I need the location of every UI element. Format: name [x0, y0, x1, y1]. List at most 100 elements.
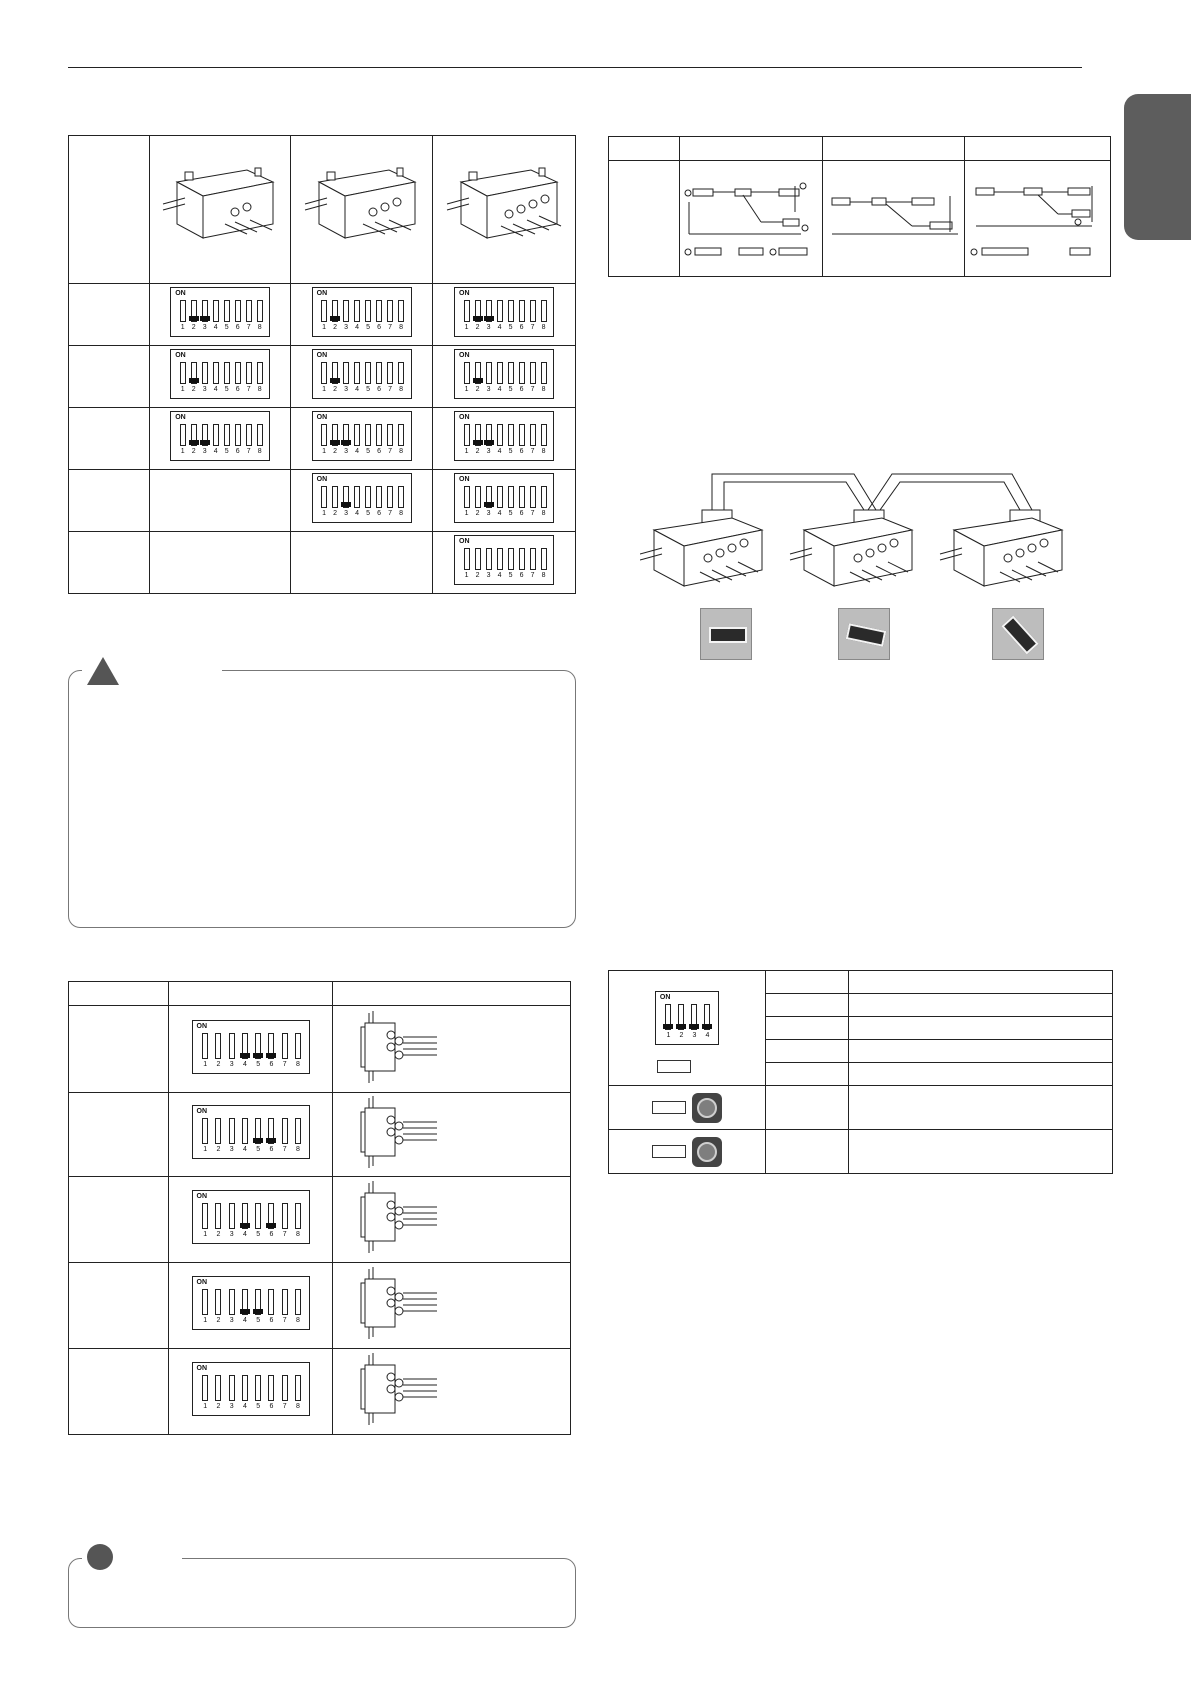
dip-switch-lever — [343, 300, 350, 322]
dip-switch-lever — [212, 300, 219, 322]
table-row-label — [67, 407, 151, 470]
dip-switch-lever — [496, 362, 503, 384]
dip-switch-lever — [321, 486, 328, 508]
dip-switch-lever — [387, 424, 394, 446]
dip-switch-lever — [256, 362, 263, 384]
dip-switch-number: 4 — [497, 572, 502, 579]
dip-switch-lever — [228, 1032, 235, 1059]
dip-switch-lever — [321, 300, 328, 322]
dip-switch-lever — [294, 1375, 301, 1401]
table-header-cell — [679, 136, 824, 161]
dip-switch-lever — [212, 424, 219, 446]
dip-on-label: ON — [175, 290, 186, 297]
dip-switch-knob — [239, 1309, 250, 1314]
dip-switch-lever — [398, 362, 405, 384]
dip-switch-lever — [294, 1289, 301, 1315]
port-connection-diagram — [360, 1181, 438, 1253]
label-box — [657, 1060, 691, 1074]
dip-switch-lever — [463, 548, 470, 570]
dip-switch-number: 3 — [344, 448, 349, 455]
dip-switch-lever — [474, 300, 481, 322]
dip-on-label: ON — [196, 1022, 208, 1030]
dip-switch-lever — [540, 362, 547, 384]
dip-switch-number: 7 — [388, 448, 393, 455]
dip-switch-lever — [518, 300, 525, 322]
dip-switch-lever — [365, 424, 372, 446]
table-header-cell — [964, 136, 1111, 161]
dip-on-label: ON — [196, 1108, 208, 1115]
dip-switch-lever — [332, 362, 339, 384]
rotary-dial-icon — [691, 1136, 722, 1167]
dip-switch-knob — [199, 440, 210, 445]
dip-switch-lever — [518, 548, 525, 570]
dip-switch-number: 4 — [355, 324, 360, 331]
dip-switch-number: 4 — [497, 324, 502, 331]
dip-switch-lever — [255, 1375, 262, 1401]
dip-switch-number: 8 — [295, 1231, 300, 1238]
dip-switch-lever — [540, 424, 547, 446]
table-row-label — [68, 1005, 169, 1093]
dip-switch-knob — [266, 1052, 277, 1058]
dip-switch-number: 2 — [333, 448, 338, 455]
dip-switch-lever — [234, 300, 241, 322]
dip-switch-lever — [474, 548, 481, 570]
dip-switch-knob — [472, 316, 483, 321]
dip-switch-number: 6 — [519, 386, 524, 393]
dip-switch-lever — [343, 362, 350, 384]
header-rule — [68, 67, 1082, 68]
dip-switch-number: 7 — [530, 324, 535, 331]
dip-switch-lever — [474, 486, 481, 508]
dip-switch-number: 6 — [269, 1317, 274, 1324]
dip-switch-number: 8 — [399, 448, 404, 455]
table-header-cell — [68, 981, 169, 1006]
dip-switch-lever — [398, 424, 405, 446]
dip-switch-number: 6 — [377, 510, 382, 517]
dip-switch-number: 8 — [257, 386, 262, 393]
dip-switch-lever — [365, 300, 372, 322]
dip-switch-knob — [676, 1024, 687, 1029]
pipe-branch-diagram-a — [684, 182, 809, 256]
dip-switch-number: 2 — [475, 448, 480, 455]
dip-switch-lever — [485, 362, 492, 384]
dip-switch-number: 6 — [377, 324, 382, 331]
dip-switch-number: 2 — [216, 1317, 221, 1324]
dip-switch-number: 1 — [322, 386, 327, 393]
dip-switch-number: 3 — [486, 448, 491, 455]
port-connection-diagram — [360, 1353, 438, 1425]
dip-switch-number: 1 — [203, 1146, 208, 1153]
dip-on-label: ON — [196, 1365, 208, 1372]
dip-switch-number: 6 — [235, 324, 240, 331]
dip-switch-lever — [540, 548, 547, 570]
dip-setting-cell — [149, 469, 292, 532]
dip-switch-number: 6 — [235, 448, 240, 455]
distributor-connection-diagram — [640, 473, 1063, 587]
dip-switch-number: 6 — [519, 448, 524, 455]
rotary-dial-icon — [691, 1092, 722, 1123]
dip-switch-lever — [215, 1118, 222, 1144]
dip-switch-lever — [332, 424, 339, 446]
dip-switch-knob — [199, 316, 210, 321]
dip-switch-number: 7 — [246, 386, 251, 393]
table-row-label — [68, 1176, 169, 1263]
dip-switch-lever — [485, 486, 492, 508]
dip-switch-number: 7 — [246, 324, 251, 331]
rotary-switch-photo-2 — [838, 608, 890, 660]
dip-switch-lever — [212, 362, 219, 384]
dip-switch-number: 2 — [333, 386, 338, 393]
dip-switch-number: 6 — [269, 1060, 274, 1068]
dip-switch-lever — [294, 1118, 301, 1144]
dip-switch-number: 8 — [541, 448, 546, 455]
dip-switch-number: 8 — [257, 324, 262, 331]
table-cell — [764, 1016, 849, 1040]
dip-switch-number: 3 — [692, 1032, 697, 1039]
dip-switch-lever — [463, 424, 470, 446]
dip-switch-lever — [518, 362, 525, 384]
